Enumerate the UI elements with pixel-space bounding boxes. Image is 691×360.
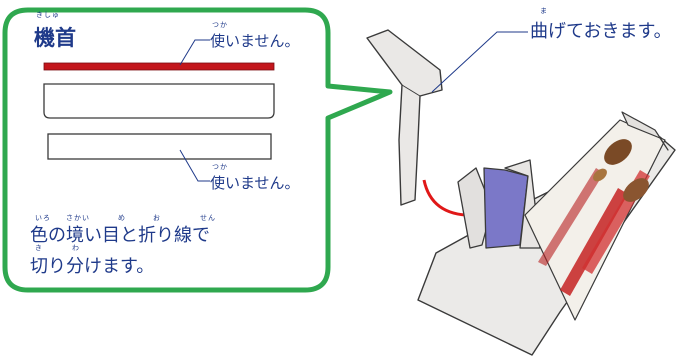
instruction-ruby-4: お <box>153 214 161 222</box>
right-label-ruby-block: ま <box>540 8 548 15</box>
label-top-unused: 使いません。 <box>210 32 300 50</box>
instruction-line-1: 色の境い目と折り線で <box>30 225 210 246</box>
instruction-ruby-1: いろ <box>35 214 51 222</box>
instruction-ruby-5: せん <box>200 214 216 222</box>
leader-line-right <box>431 31 528 93</box>
package-almond-1 <box>604 139 632 165</box>
instruction-line-2: 切り分けます。 <box>30 256 155 277</box>
label-bottom-unused: 使いません。 <box>210 174 300 192</box>
label-top-ruby-block: つか <box>212 22 228 29</box>
heading-nose: 機首 <box>34 26 76 50</box>
bent-strip-fold <box>401 84 421 97</box>
instruction-ruby-2: さかい <box>66 214 90 222</box>
package-face <box>524 119 666 321</box>
label-bottom-ruby-block: つか <box>212 164 228 171</box>
right-label-bend: 曲げておきます。 <box>530 21 672 42</box>
instruction-ruby-6: き <box>35 244 43 252</box>
package-almond-2 <box>623 178 649 202</box>
leader-line-bottom <box>179 149 210 182</box>
red-strip <box>43 62 275 71</box>
heading-ruby-block: きしゅ <box>36 12 60 19</box>
package-red-stripe-1 <box>560 188 628 296</box>
package-almond-3 <box>593 168 607 182</box>
white-strip-small <box>47 133 272 160</box>
label-bottom-ruby: つか <box>212 163 228 171</box>
package-red-stripe-3 <box>538 168 604 266</box>
right-label-ruby: ま <box>540 7 548 15</box>
box-end-flap <box>621 111 669 151</box>
label-top-ruby: つか <box>212 21 228 29</box>
white-strip-large <box>43 83 275 119</box>
bent-strip <box>366 29 443 206</box>
instruction-ruby-7: わ <box>72 244 80 252</box>
heading-ruby: きしゅ <box>36 11 60 19</box>
leader-line-top <box>179 39 210 66</box>
instruction-ruby-3: め <box>118 214 126 222</box>
